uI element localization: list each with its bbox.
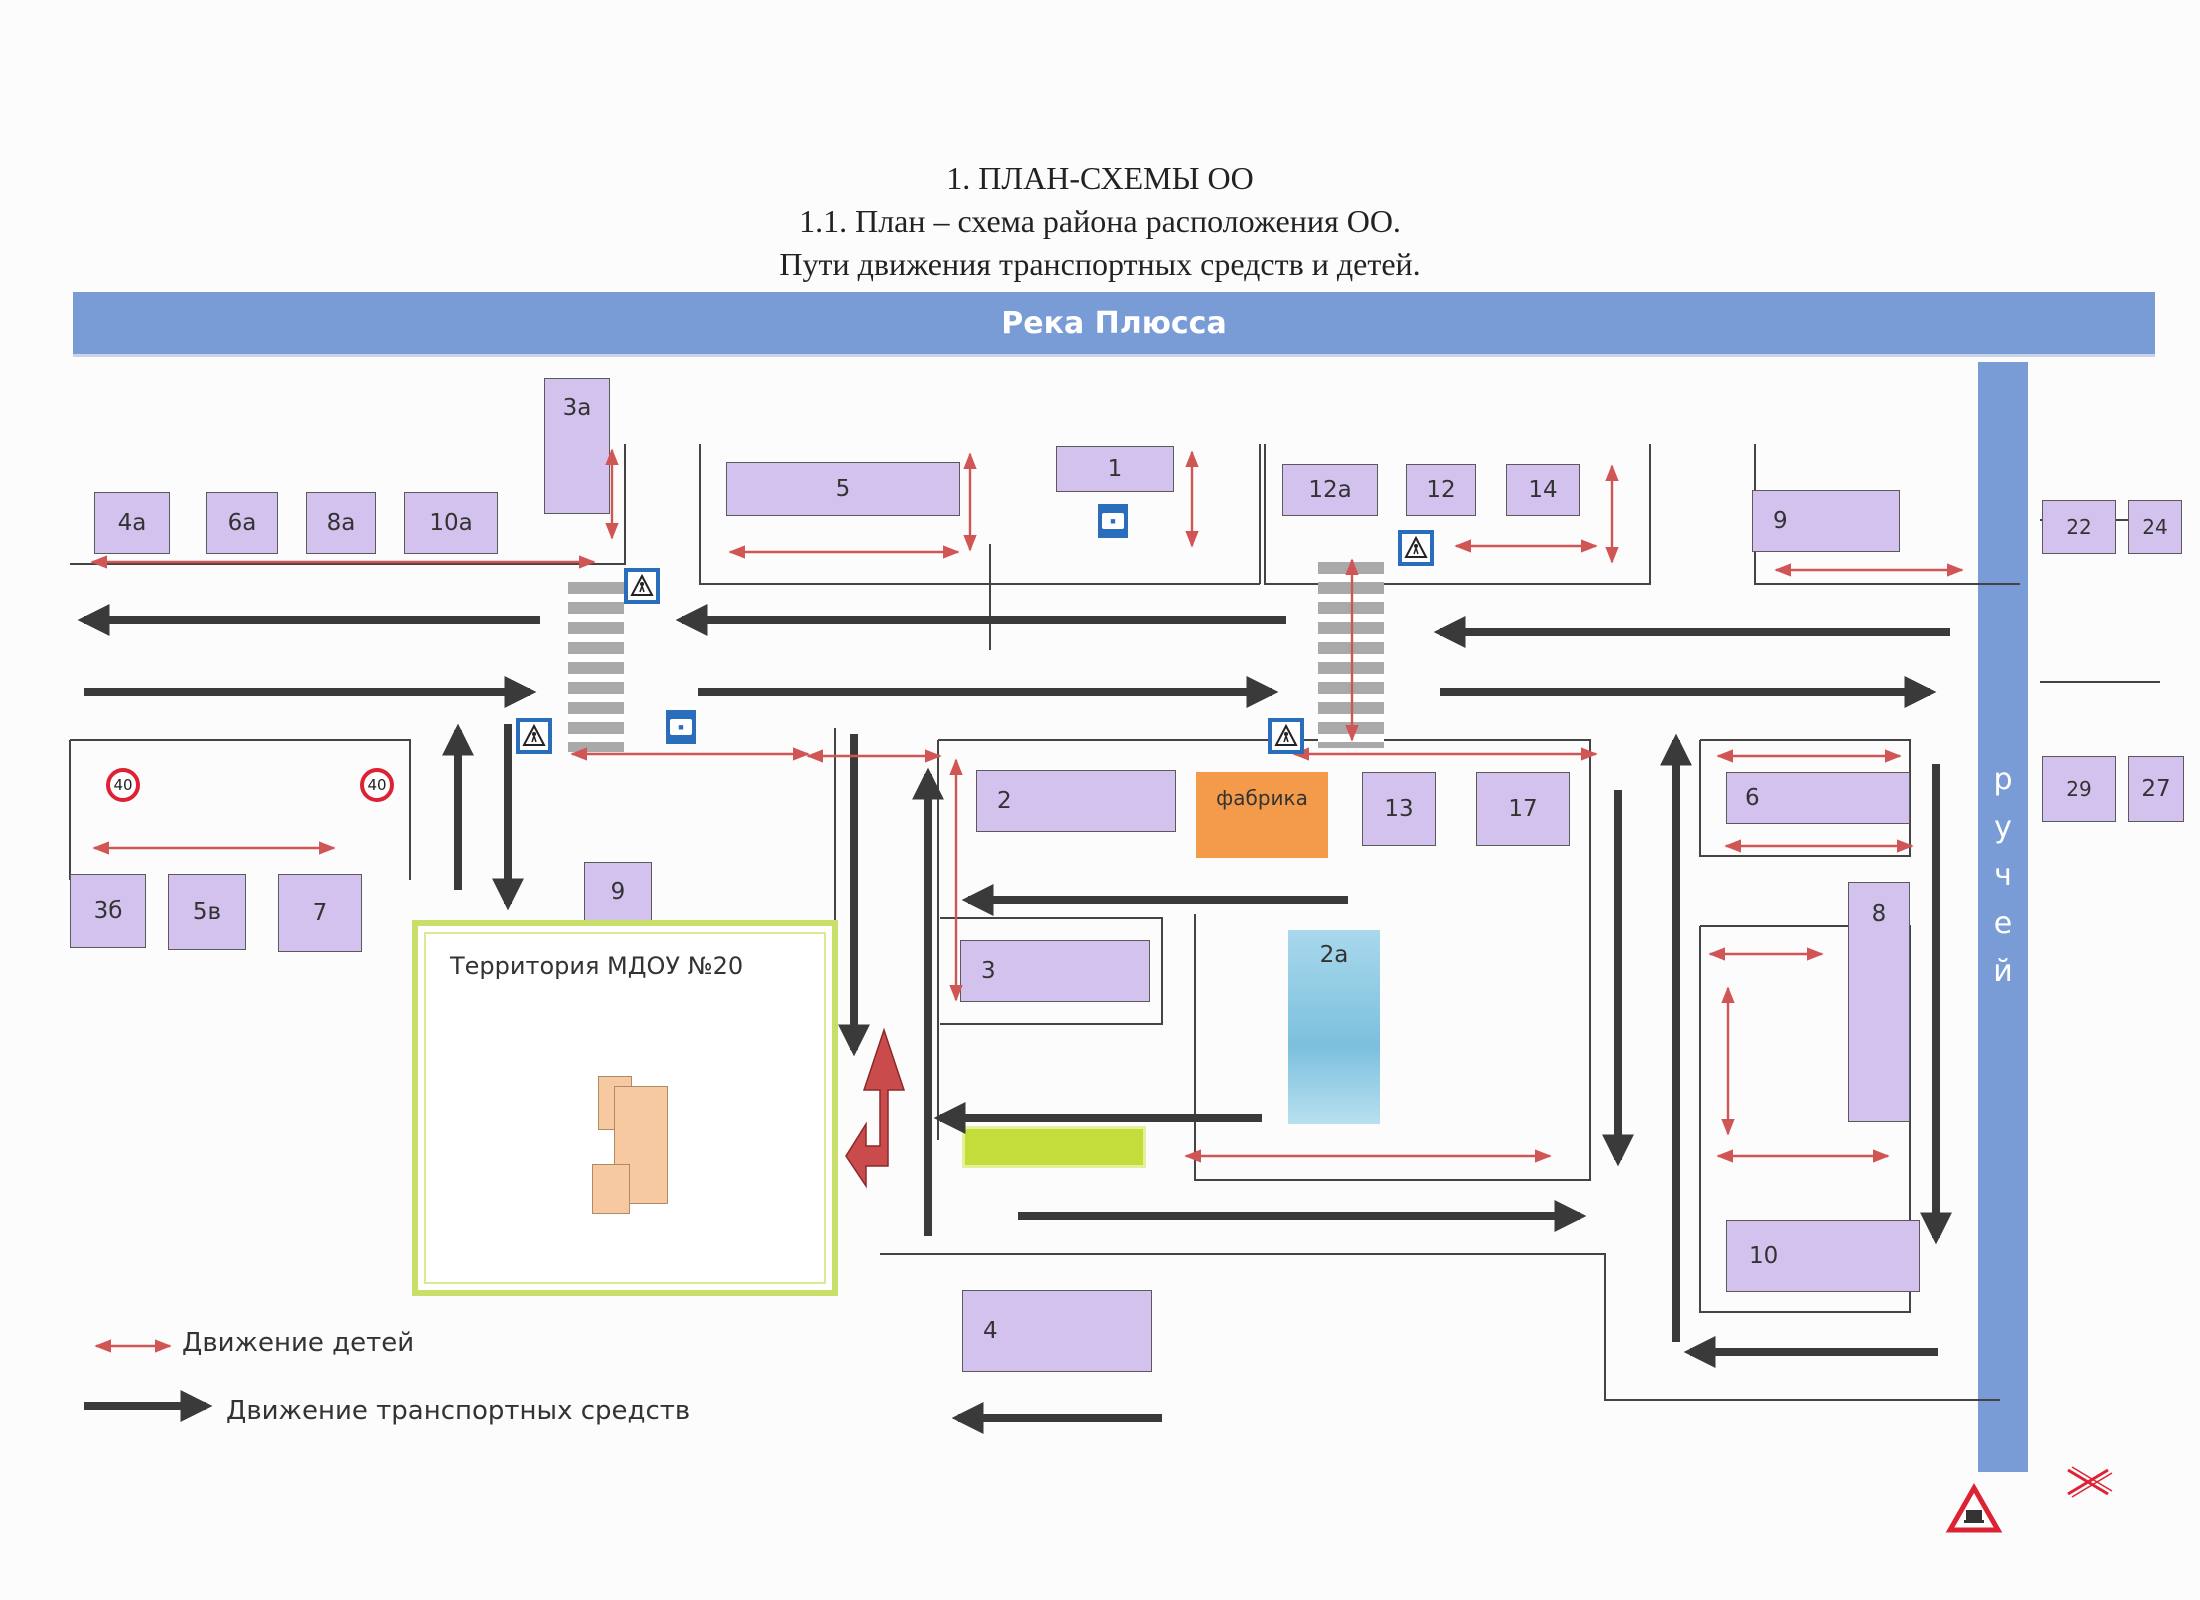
building-2: 2 (976, 770, 1176, 832)
speed-limit-sign: 40 (360, 768, 394, 802)
pedestrian-sign-icon (1398, 530, 1434, 566)
river-plyussa: Река Плюсса (73, 292, 2155, 354)
factory: фабрика (1196, 772, 1328, 858)
building-8a: 8а (306, 492, 376, 554)
building-9-north: 9 (1752, 490, 1900, 552)
bus-stop-icon: ■ (1098, 504, 1128, 538)
bus-glyph-icon: ■ (670, 719, 692, 735)
green-area (962, 1126, 1146, 1168)
territory-label: Территория МДОУ №20 (450, 952, 744, 980)
legend-children-label: Движение детей (182, 1328, 415, 1358)
railway-crossing-sign (1945, 1482, 2003, 1533)
legend-vehicles-label: Движение транспортных средств (226, 1396, 691, 1426)
building-3b: 3б (70, 874, 146, 948)
building-7: 7 (278, 874, 362, 952)
building-4: 4 (962, 1290, 1152, 1372)
building-10a: 10а (404, 492, 498, 554)
pedestrian-sign-icon (516, 718, 552, 754)
heading-line-1: 1. ПЛАН-СХЕМЫ ОО (946, 160, 1254, 196)
heading-line-2: 1.1. План – схема района расположения ОО… (799, 203, 1401, 239)
building-12a: 12а (1282, 464, 1378, 516)
building-2a: 2а (1288, 930, 1380, 1124)
building-1: 1 (1056, 446, 1174, 492)
building-5v: 5в (168, 874, 246, 950)
bus-glyph-icon: ■ (1102, 513, 1124, 529)
building-3: 3 (960, 940, 1150, 1002)
stream: р у ч е й (1978, 362, 2028, 1472)
building-27: 27 (2128, 756, 2184, 822)
building-22: 22 (2042, 500, 2116, 554)
kindergarten-building-part (592, 1164, 630, 1214)
building-6a: 6а (206, 492, 278, 554)
speed-limit-sign: 40 (106, 768, 140, 802)
building-4a: 4а (94, 492, 170, 554)
building-17: 17 (1476, 772, 1570, 846)
heading-line-3: Пути движения транспортных средств и дет… (779, 246, 1421, 282)
building-29: 29 (2042, 756, 2116, 822)
building-6: 6 (1726, 772, 1910, 824)
building-24: 24 (2128, 500, 2182, 554)
building-13: 13 (1362, 772, 1436, 846)
pedestrian-sign-icon (1268, 718, 1304, 754)
stream-letter: е (1993, 906, 2013, 941)
building-10: 10 (1726, 1220, 1920, 1292)
bus-stop-icon: ■ (666, 710, 696, 744)
territory-inner-border (424, 932, 826, 1284)
river-label: Река Плюсса (1001, 306, 1227, 341)
stream-letter: ч (1994, 858, 2012, 893)
kindergarten-territory: Территория МДОУ №20 (412, 920, 838, 1296)
stream-letter: у (1994, 810, 2012, 845)
stream-letter: р (1993, 762, 2013, 797)
pedestrian-sign-icon (624, 568, 660, 604)
building-14: 14 (1506, 464, 1580, 516)
railway-cross-icon (2067, 1466, 2113, 1498)
stream-letter: й (1993, 954, 2013, 989)
pedestrian-crossing-west (568, 582, 624, 752)
building-3a: 3а (544, 378, 610, 514)
building-8: 8 (1848, 882, 1910, 1122)
building-12: 12 (1406, 464, 1476, 516)
building-5: 5 (726, 462, 960, 516)
building-9-south: 9 (584, 862, 652, 922)
entrance-arrow-icon (845, 1027, 906, 1189)
